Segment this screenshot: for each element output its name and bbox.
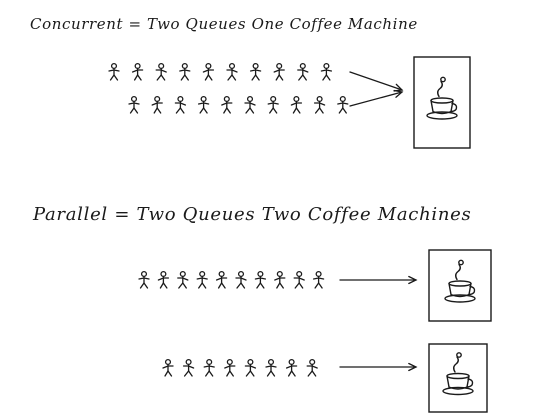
concurrent-queue1-person-8	[273, 62, 285, 81]
parallel-title: Parallel = Two Queues Two Coffee Machine…	[33, 204, 472, 225]
parallel-queue2-person-6	[265, 358, 277, 377]
parallel-queue1-person-8	[274, 270, 286, 289]
concurrent-arrow-2	[349, 89, 404, 107]
concurrent-queue2-person-2	[151, 95, 163, 114]
concurrent-queue1-person-9	[297, 62, 309, 81]
parallel-queue2-person-3	[203, 358, 215, 377]
concurrent-queue2-person-5	[221, 95, 233, 114]
concurrent-queue1-person-7	[249, 62, 262, 81]
concurrent-queue2-person-1	[128, 95, 140, 114]
parallel-queue1-person-1	[138, 270, 150, 289]
parallel-queue1-person-2	[157, 270, 170, 289]
coffee-cup-icon	[426, 76, 458, 120]
parallel-arrow-2	[339, 362, 418, 372]
concurrent-queue2-person-10	[337, 95, 349, 114]
coffee-machine	[413, 56, 471, 149]
parallel-queue2-person-2	[182, 358, 195, 377]
concurrent-queue1-person-6	[226, 62, 238, 81]
concurrent-queue2-person-4	[197, 95, 210, 114]
concurrent-queue2-person-3	[174, 95, 187, 114]
parallel-queue1-person-7	[254, 270, 267, 289]
parallel-queue1-person-4	[196, 270, 208, 289]
parallel-queue1-person-3	[177, 270, 189, 289]
concurrent-queue1-person-2	[131, 62, 144, 81]
parallel-queue2-person-5	[244, 358, 257, 377]
parallel-queue2-person-1	[162, 358, 174, 377]
concurrent-queue2-person-8	[290, 95, 303, 114]
concurrent-arrow-1	[349, 71, 404, 92]
concurrent-queue1-person-10	[320, 62, 333, 81]
concurrent-queue1-person-4	[179, 62, 191, 81]
coffee-cup-icon	[444, 259, 476, 303]
parallel-queue1-person-6	[235, 270, 247, 289]
coffee-machine-1	[428, 249, 492, 322]
parallel-queue2-person-7	[285, 358, 298, 377]
parallel-queue1-person-10	[312, 270, 325, 289]
concurrent-queue2-person-6	[244, 95, 256, 114]
concurrent-title: Concurrent = Two Queues One Coffee Machi…	[30, 15, 418, 33]
parallel-queue2-person-4	[224, 358, 236, 377]
concurrent-queue2-person-9	[313, 95, 326, 114]
coffee-cup-icon	[442, 352, 474, 396]
concurrent-queue1-person-1	[108, 62, 120, 81]
concurrent-queue2-person-7	[267, 95, 279, 114]
concurrent-queue1-person-5	[202, 62, 215, 81]
concurrent-queue1-person-3	[155, 62, 167, 81]
parallel-queue1-person-5	[215, 270, 228, 289]
parallel-queue2-person-8	[306, 358, 318, 377]
parallel-arrow-1	[339, 275, 418, 285]
parallel-queue1-person-9	[293, 270, 305, 289]
coffee-machine-2	[428, 343, 488, 413]
